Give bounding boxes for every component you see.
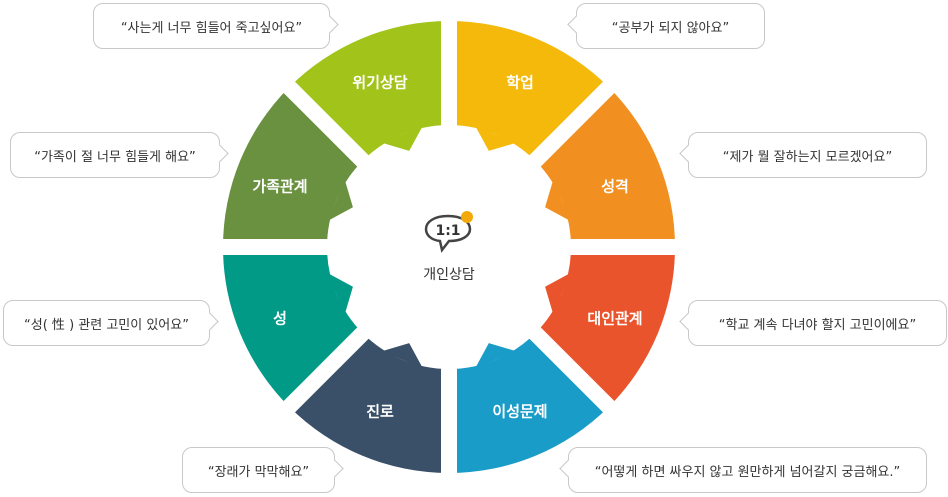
center-individual-counseling: 1:1 개인상담 bbox=[422, 210, 476, 284]
segment-crisis-label: 위기상담 bbox=[352, 73, 408, 92]
segment-personality-label: 성격 bbox=[601, 177, 629, 196]
quote-text: “사는게 너무 힘들어 죽고싶어요” bbox=[120, 20, 303, 36]
segment-divider bbox=[280, 78, 618, 416]
quote-text: “가족이 절 너무 힘들게 해요” bbox=[34, 149, 196, 165]
segment-tab bbox=[381, 343, 423, 369]
segment-tab bbox=[545, 179, 571, 221]
quote-text: “장래가 막막해요” bbox=[207, 464, 310, 480]
segment-tab bbox=[475, 343, 517, 369]
quote-bubble-study: “공부가 되지 않아요” bbox=[576, 3, 765, 49]
quote-text: “성( 性 ) 관련 고민이 있어요” bbox=[24, 317, 189, 333]
chat-bubble-icon: 1:1 bbox=[424, 211, 473, 253]
quote-bubble-dating: “어떻게 하면 싸우지 않고 원만하게 넘어갈지 궁금해요.” bbox=[568, 447, 927, 493]
quote-text: “공부가 되지 않아요” bbox=[611, 20, 730, 36]
segment-study-label: 학업 bbox=[506, 73, 534, 92]
segment-tab bbox=[327, 273, 353, 315]
quote-text: “제가 뭘 잘하는지 모르겠어요” bbox=[722, 149, 893, 165]
quote-bubble-family: “가족이 절 너무 힘들게 해요” bbox=[10, 132, 220, 178]
quote-bubble-personality: “제가 뭘 잘하는지 모르겠어요” bbox=[688, 132, 927, 178]
icon-text: 1:1 bbox=[435, 223, 460, 239]
segment-tab bbox=[381, 125, 423, 151]
quote-bubble-sexuality: “성( 性 ) 관련 고민이 있어요” bbox=[3, 300, 210, 346]
segment-career-label: 진로 bbox=[366, 402, 394, 421]
quote-bubble-relationships: “학교 계속 다녀야 할지 고민이에요” bbox=[688, 300, 947, 346]
quote-text: “학교 계속 다녀야 할지 고민이에요” bbox=[718, 317, 917, 333]
quote-text: “어떻게 하면 싸우지 않고 원만하게 넘어갈지 궁금해요.” bbox=[594, 464, 901, 480]
segment-family-label: 가족관계 bbox=[252, 177, 308, 196]
center-label: 개인상담 bbox=[423, 267, 475, 283]
quote-bubble-crisis: “사는게 너무 힘들어 죽고싶어요” bbox=[93, 3, 330, 49]
segment-tab bbox=[545, 273, 571, 315]
segment-dating-label: 이성문제 bbox=[492, 402, 548, 421]
segment-tab bbox=[327, 179, 353, 221]
segment-sexuality-label: 성 bbox=[273, 309, 287, 328]
quote-bubble-career: “장래가 막막해요” bbox=[182, 447, 335, 493]
segment-tab bbox=[475, 125, 517, 151]
notification-dot-icon bbox=[461, 211, 473, 223]
segment-relationships-label: 대인관계 bbox=[587, 309, 643, 328]
